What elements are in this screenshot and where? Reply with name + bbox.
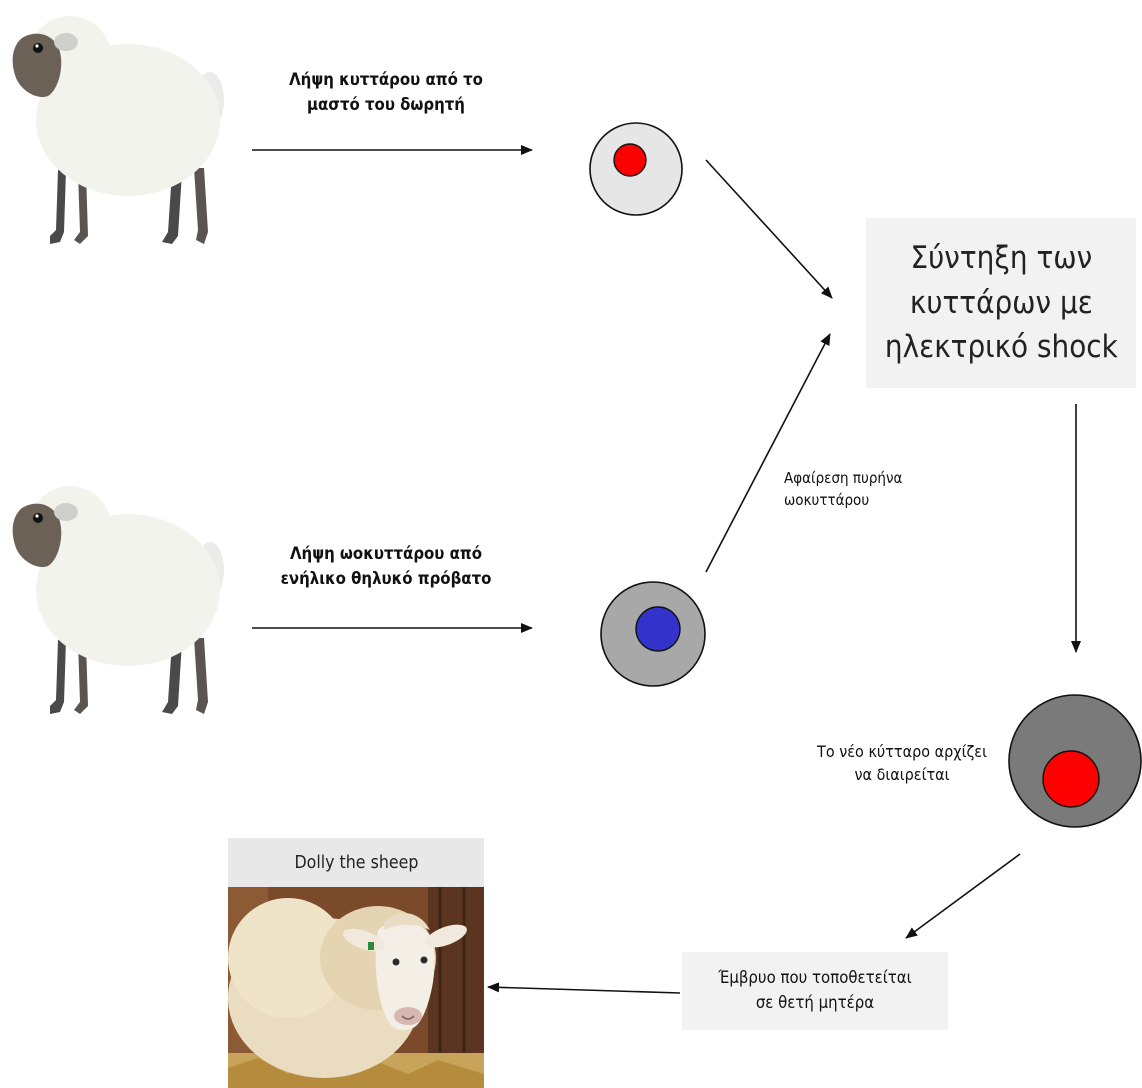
donor-step-label: Λήψη κυττάρου από το μαστό του δωρητή — [280, 68, 491, 117]
donor-cell-icon — [590, 123, 682, 215]
arrow-egg-to-fusion — [706, 334, 830, 572]
fusion-step-label: Σύντηξη των κυττάρων με ηλεκτρικό shock — [885, 236, 1118, 371]
donor-sheep-icon — [13, 16, 224, 244]
embryo-step-label: Έμβρυο που τοποθετείται σε θετή μητέρα — [718, 966, 912, 1017]
enucleation-step-label: Αφαίρεση πυρήνα ωοκυττάρου — [784, 468, 964, 512]
egg-step-label: Λήψη ωοκυττάρου από ενήλικο θηλυκό πρόβα… — [263, 542, 509, 591]
dolly-photo-panel: Dolly the sheep — [228, 838, 484, 1088]
arrow-embryo-to-dolly — [488, 987, 680, 993]
arrow-donor-to-fusion — [706, 160, 832, 298]
arrow-new-cell-to-embryo — [906, 854, 1020, 938]
egg-cell-icon — [601, 582, 705, 686]
division-step-label: Το νέο κύτταρο αρχίζει να διαιρείται — [803, 740, 1001, 786]
embryo-step-box: Έμβρυο που τοποθετείται σε θετή μητέρα — [682, 952, 948, 1030]
new-cell-icon — [1009, 695, 1141, 827]
fusion-step-box: Σύντηξη των κυττάρων με ηλεκτρικό shock — [866, 218, 1136, 388]
egg-donor-sheep-icon — [13, 486, 224, 714]
dolly-caption-overlay: Dolly the sheep — [228, 838, 484, 887]
dolly-caption-text: Dolly the sheep — [294, 852, 418, 873]
